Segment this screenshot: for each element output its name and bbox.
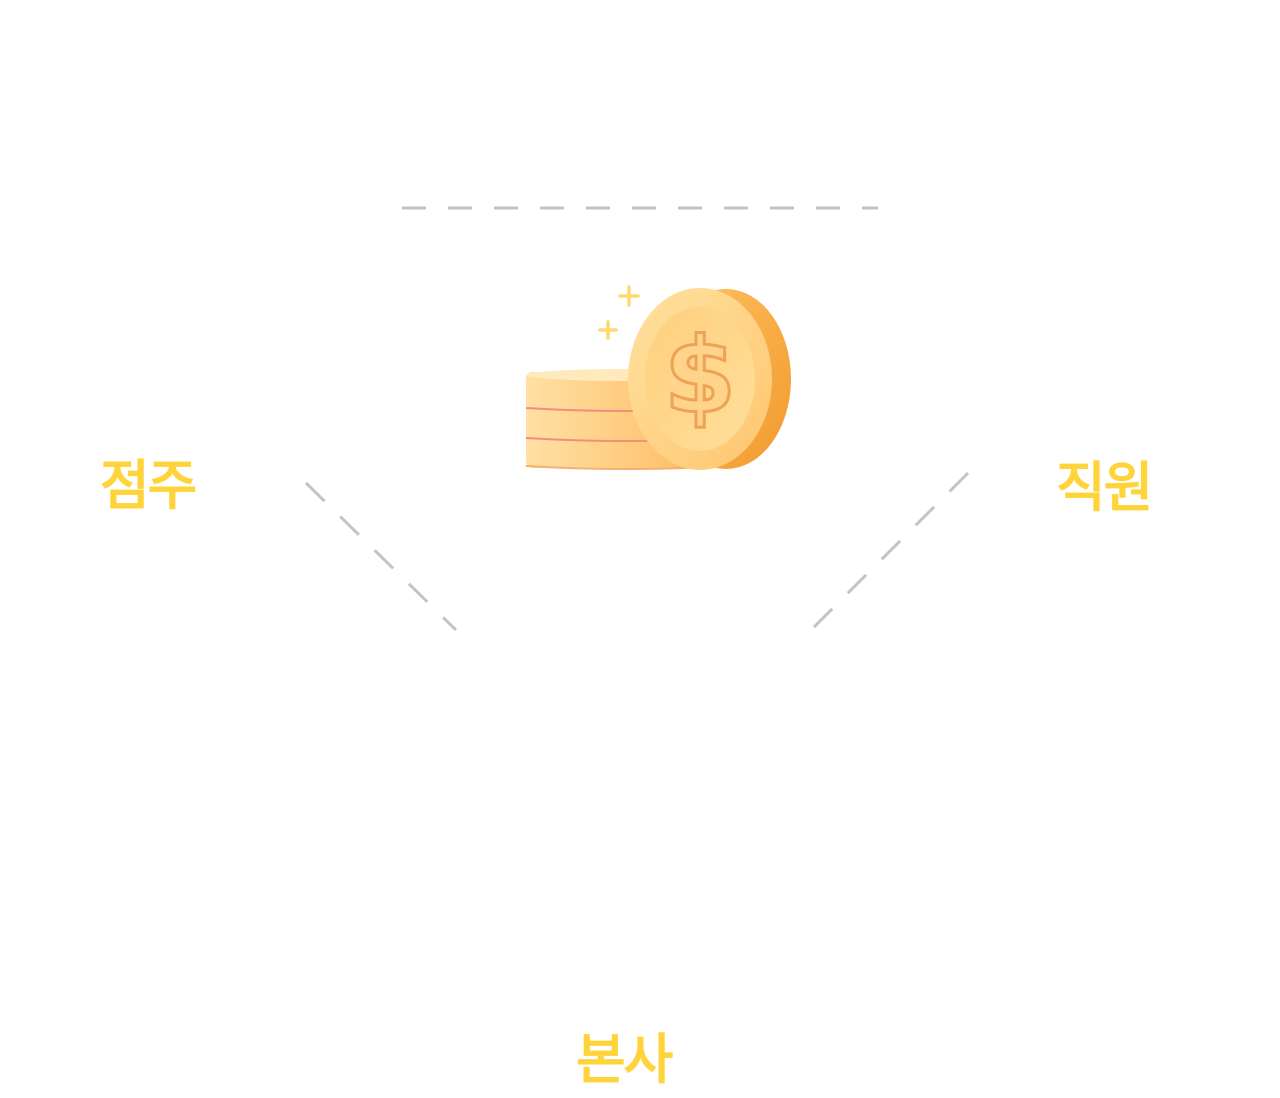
node-label-staff: 직원 [1056,456,1153,519]
node-label-headquarters: 본사 [576,1028,673,1091]
sparkle-icon [598,285,640,340]
node-label-owner: 점주 [100,454,197,517]
connector-staff-hq [808,471,970,633]
svg-text:$: $ [664,315,736,437]
coin-stack-dollar-icon: $ [525,285,791,470]
dollar-coin: $ [628,288,791,470]
connector-owner-hq [304,481,458,632]
